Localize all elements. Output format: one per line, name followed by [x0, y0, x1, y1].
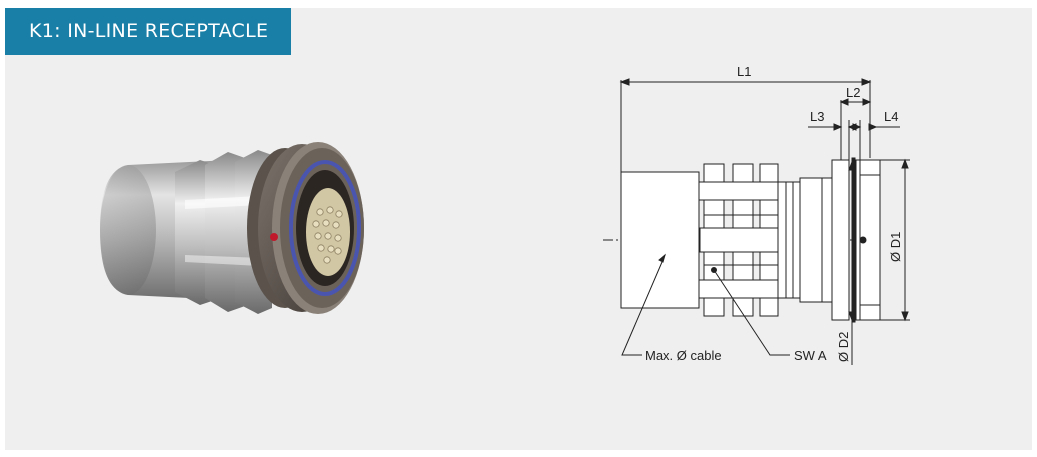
label-l4: L4 — [884, 109, 898, 124]
dimension-l1 — [619, 78, 872, 172]
label-l1: L1 — [737, 64, 751, 79]
leader-lines — [621, 253, 790, 356]
body-outline — [777, 177, 833, 303]
seal-ring — [289, 160, 361, 296]
connector-hex-nuts — [175, 150, 272, 314]
dimension-d1 — [880, 158, 910, 322]
label-max-cable: Max. Ø cable — [645, 348, 722, 363]
contact-pins — [312, 206, 343, 264]
label-d2: Ø D2 — [836, 332, 851, 362]
label-sw-a: SW A — [794, 348, 827, 363]
page-title: K1: IN-LINE RECEPTACLE — [5, 8, 291, 55]
index-red-dot — [270, 233, 278, 241]
technical-drawing — [603, 78, 910, 365]
flange-outlines — [831, 157, 881, 323]
label-l3: L3 — [810, 109, 824, 124]
hex-nut-outlines — [698, 163, 787, 317]
connector-front-flange — [247, 142, 364, 314]
label-d1: Ø D1 — [888, 232, 903, 262]
rear-cylinder-outline — [620, 171, 700, 309]
dimension-l4 — [852, 120, 900, 160]
dimension-d2 — [848, 158, 856, 365]
dimension-l3 — [808, 120, 857, 160]
dimension-l2 — [839, 98, 872, 160]
label-l2: L2 — [846, 85, 860, 100]
